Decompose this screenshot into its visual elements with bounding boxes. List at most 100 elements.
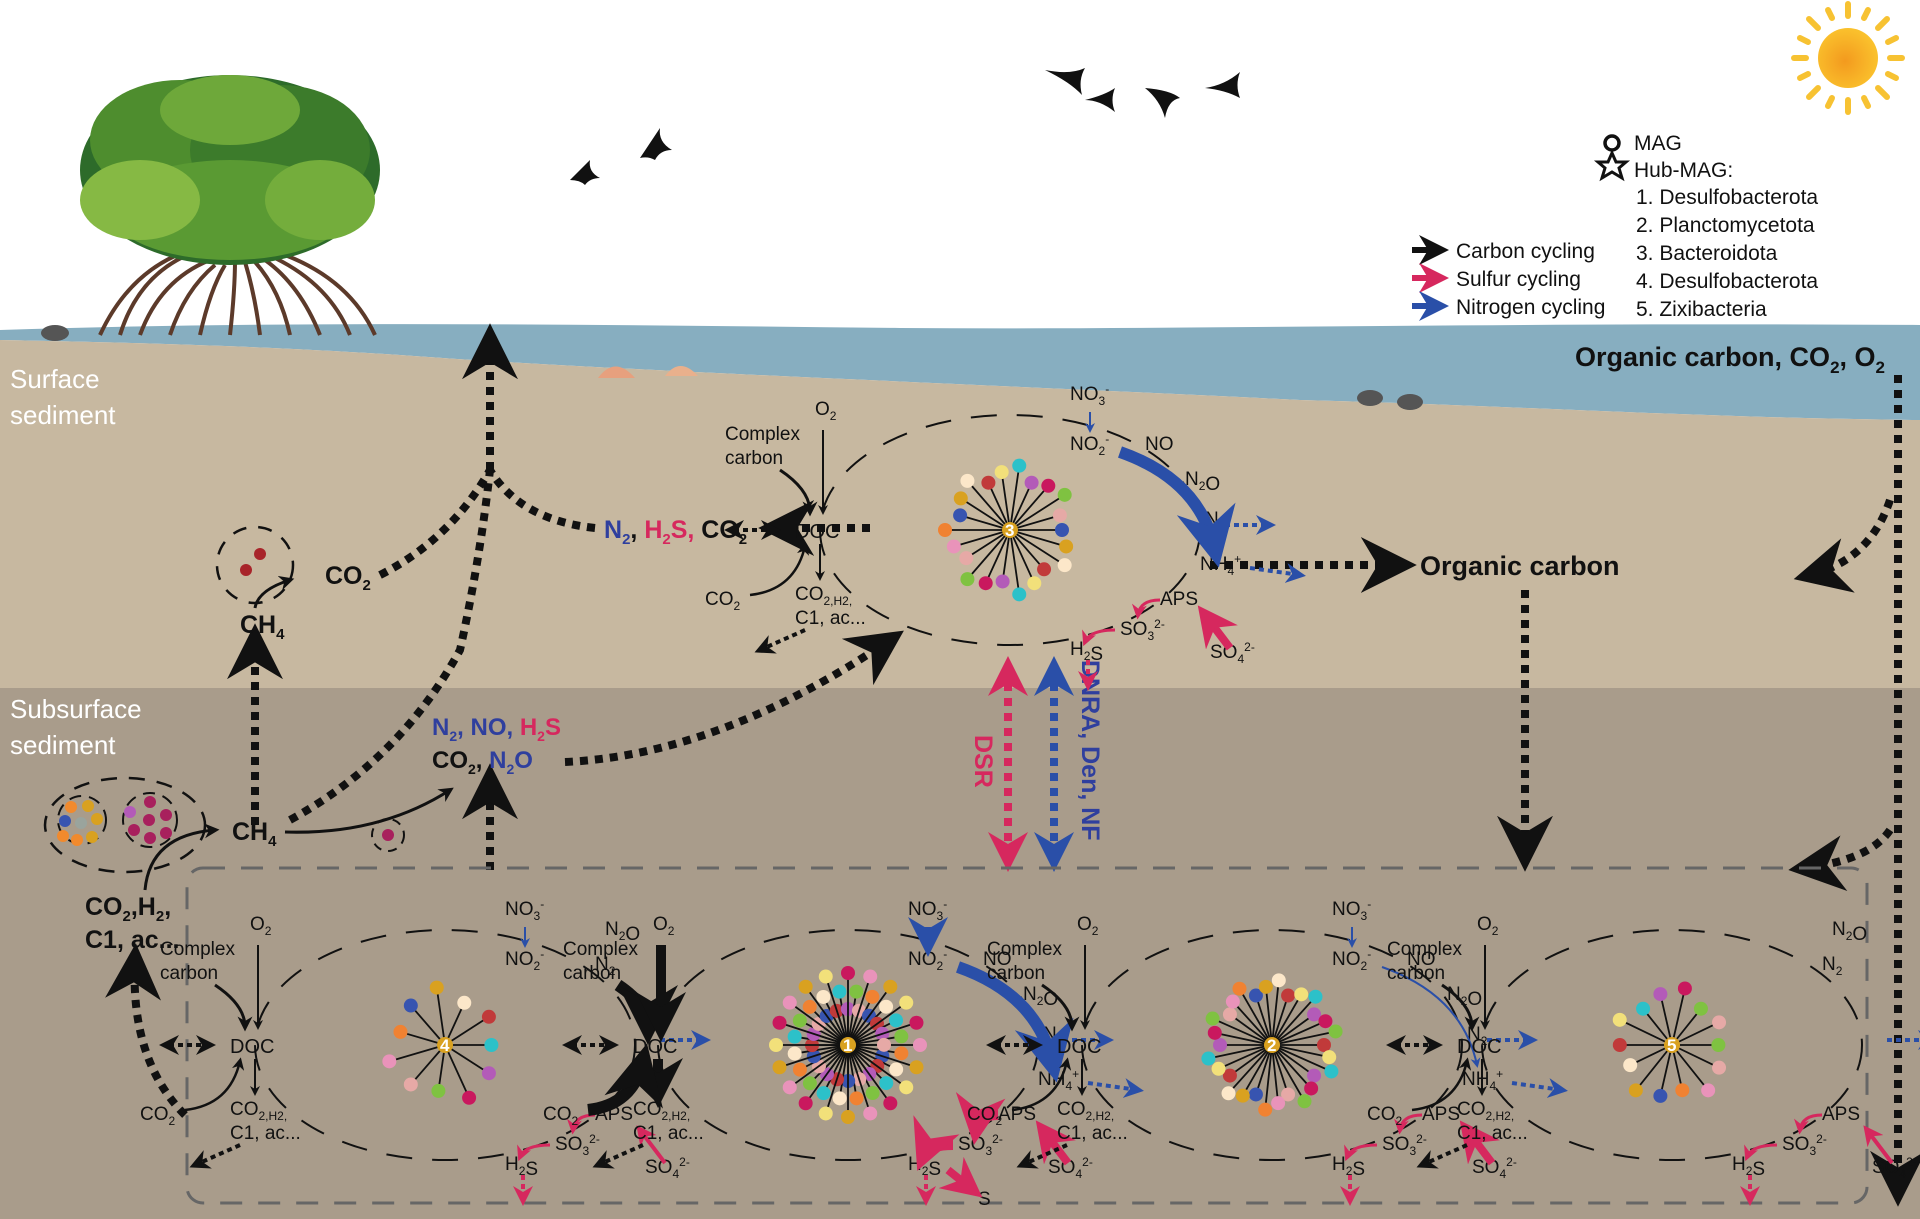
mag-node [1205,1011,1220,1026]
mag-node [1307,1068,1322,1083]
transport-arrows [105,323,1920,1207]
mag-node [769,1038,783,1052]
n2o-label: N2O [1832,919,1867,945]
mag-node [481,1066,496,1081]
complex-carbon-label: carbon [725,448,783,469]
methanogen-substrates-line2: C1, ac... [85,926,180,954]
mag-node [816,1086,831,1101]
so3-label: SO32- [555,1132,600,1158]
surface-sediment-label-2: sediment [10,400,116,430]
mag-node [1258,1102,1273,1117]
mag-node [782,995,797,1010]
mag-node [883,1096,898,1111]
mag-node [849,1091,864,1106]
mag-node [1322,1050,1337,1065]
o2-label: O2 [653,914,675,938]
co2-label: CO2 [543,1104,579,1128]
mag-node [1612,1038,1627,1052]
mag-node [1271,1096,1286,1111]
no2-label: NO2- [1332,947,1371,973]
no3-label: NO3- [908,897,947,923]
complex-carbon-label: Complex [160,939,235,960]
no-label: NO [1407,949,1436,970]
mag-node [1675,1083,1690,1098]
mag-node [457,995,472,1010]
complex-carbon-label: Complex [563,939,638,960]
mag-node [1222,1007,1237,1022]
mag-node [1653,987,1668,1002]
mag-node [1213,1038,1227,1052]
mag-node [429,980,444,995]
mag-node [1701,1083,1716,1098]
mag-node [981,475,996,490]
to-methanogen-arrow [105,943,188,1118]
legend-hub-mag: Hub-MAG: [1634,159,1733,182]
mag-node [1248,1087,1263,1102]
mag-node [792,1062,807,1077]
mag-node [909,1015,924,1030]
dnra-label: DNRA, Den, NF [1076,660,1104,841]
mag-node [863,969,878,984]
dsr-label: DSR [969,735,997,788]
subsurface-sediment-label-2: sediment [10,730,116,760]
aps-label: APS [1160,589,1198,610]
mag-node [994,465,1009,480]
complex-carbon-label: carbon [1387,963,1445,984]
mag-node [382,1054,397,1069]
co2-label: CO2 [140,1104,176,1128]
mag-node [1024,475,1039,490]
mag-node [798,979,813,994]
products-label: C1, ac... [795,608,866,629]
mag-node [832,984,847,999]
mag-node [913,1038,927,1052]
mag-node [787,1029,802,1044]
mag-node [1623,1058,1638,1073]
mag-node [1294,987,1309,1002]
mag-node [403,998,418,1013]
subsurface-gas-line2: CO2, N2O [432,747,533,777]
aps-label: APS [1822,1104,1860,1125]
mag-node [894,1029,909,1044]
mag-node [1308,989,1323,1004]
ch4-to-water-arrow [288,469,494,824]
mag-node [1628,1083,1643,1098]
hub-network-2: 2 [1201,973,1343,1117]
complex-carbon-label: Complex [725,424,800,445]
mag-node [481,1009,496,1024]
mag-node [1057,558,1072,573]
mag-node [899,995,914,1010]
mag-node [894,1046,909,1061]
mag-node [883,979,898,994]
s-label: S [978,1189,991,1210]
mag-node [1221,1086,1236,1101]
mag-node [960,473,975,488]
organic-carbon-label: Organic carbon [1420,551,1620,581]
legend: MAG Hub-MAG: 1. Desulfobacterota 2. Plan… [1412,132,1818,321]
complex-carbon-label: carbon [987,963,1045,984]
methanogen-substrates-line1: CO2,H2, [85,893,171,925]
mag-node [1235,1088,1250,1103]
mag-node [1232,981,1247,996]
legend-carbon: Carbon cycling [1456,240,1595,263]
mag-node [1693,1001,1708,1016]
mangrove-tree-icon [80,75,380,336]
mag-node [1653,1088,1668,1103]
products-label: CO2,H2, [1057,1099,1114,1123]
aps-label: APS [998,1104,1036,1125]
legend-sulfur: Sulfur cycling [1456,268,1581,291]
mag-node [802,1076,817,1091]
hub-number: 1 [843,1036,852,1055]
gas-to-water-curve [486,467,596,532]
hub-number: 3 [1005,521,1014,540]
o2-label: O2 [250,914,272,938]
no-label: NO [1145,434,1174,455]
input-to-subsurface-arrow [1788,827,1894,891]
co2-label: CO2 [967,1104,1003,1128]
mag-node [1225,994,1240,1009]
mag-node [1012,587,1027,602]
complex-carbon-label: Complex [987,939,1062,960]
mag-node [1307,1007,1322,1022]
